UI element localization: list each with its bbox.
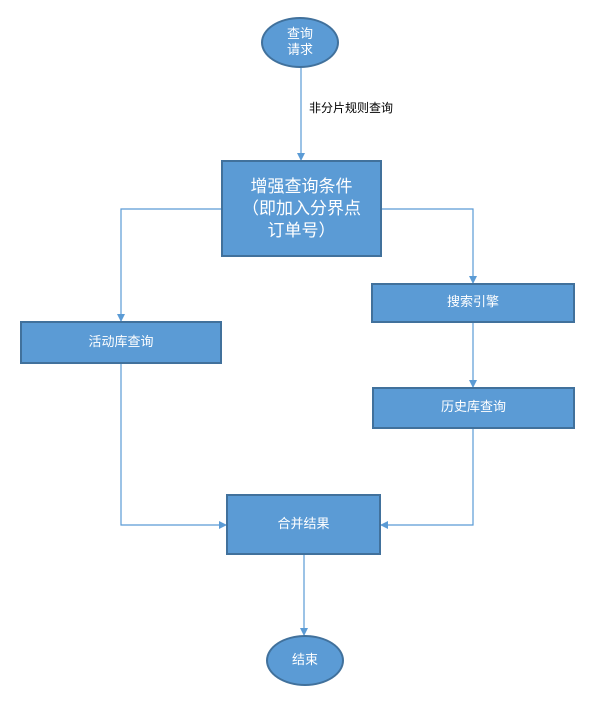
enhance-query-node: 增强查询条件 （即加入分界点 订单号） xyxy=(221,160,382,257)
history-db-query-label: 历史库查询 xyxy=(440,400,506,415)
connector-enhance-to-active-db xyxy=(117,208,221,322)
enhance-query-line2: （即加入分界点 xyxy=(242,198,361,219)
enhance-query-line3: 订单号） xyxy=(267,220,336,241)
search-engine-label: 搜索引擎 xyxy=(446,295,499,310)
active-db-query-label: 活动库查询 xyxy=(88,334,154,350)
end-node: 结束 xyxy=(266,635,344,686)
end-node-label: 结束 xyxy=(291,652,318,668)
connector-enhance-to-search-engine xyxy=(382,208,477,284)
start-node-line1: 查询 xyxy=(286,26,313,42)
start-node-text: 查询 请求 xyxy=(287,27,313,59)
start-node-line2: 请求 xyxy=(286,42,313,58)
connector-history-db-to-merge xyxy=(380,429,474,529)
start-node: 查询 请求 xyxy=(261,17,339,68)
history-db-query-node: 历史库查询 xyxy=(372,387,575,429)
connector-active-db-to-merge xyxy=(120,364,227,529)
enhance-query-line1: 增强查询条件 xyxy=(250,176,353,197)
search-engine-node: 搜索引擎 xyxy=(371,283,575,323)
active-db-query-node: 活动库查询 xyxy=(20,321,222,364)
merge-results-label: 合并结果 xyxy=(277,516,330,532)
enhance-query-text: 增强查询条件 （即加入分界点 订单号） xyxy=(242,176,361,242)
merge-results-node: 合并结果 xyxy=(226,494,381,555)
edge-label-non-shard-query: 非分片规则查询 xyxy=(309,101,394,115)
